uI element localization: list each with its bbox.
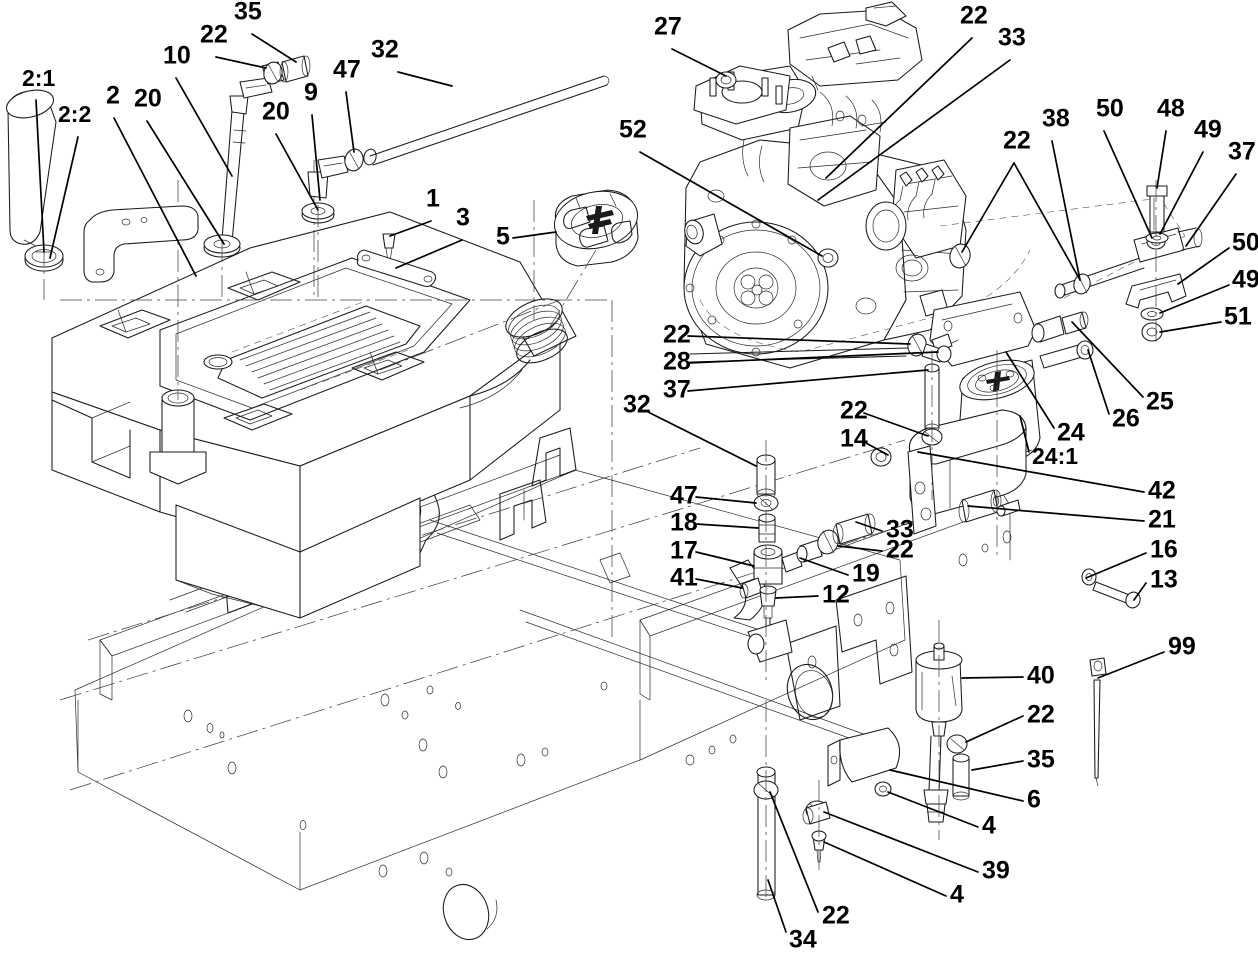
callout-4: 4	[950, 881, 964, 909]
callout-20: 20	[262, 98, 290, 126]
callout-22: 22	[886, 536, 914, 564]
callout-35: 35	[234, 0, 262, 26]
vertical-hose-37	[870, 350, 943, 500]
fuel-fitting-stack	[739, 440, 876, 680]
callout-24: 24	[1057, 419, 1085, 447]
callout-2-2: 2:2	[58, 101, 91, 127]
callout-32: 32	[623, 391, 651, 419]
fuel-line-bracket-assembly	[1054, 180, 1203, 346]
callout-1: 1	[426, 185, 440, 213]
callout-25: 25	[1146, 388, 1174, 416]
callout-4: 4	[982, 812, 996, 840]
callout-40: 40	[1027, 662, 1055, 690]
fuel-cap	[547, 189, 639, 331]
callout-24-1: 24:1	[1032, 443, 1078, 469]
callout-34: 34	[789, 926, 817, 954]
callout-2-1: 2:1	[22, 65, 55, 91]
callout-16: 16	[1150, 536, 1178, 564]
callout-39: 39	[982, 857, 1010, 885]
callout-19: 19	[852, 560, 880, 588]
vent-cap-assembly	[5, 89, 64, 300]
callout-22: 22	[960, 2, 988, 30]
engine-assembly	[683, 1, 971, 369]
callout-28: 28	[663, 348, 691, 376]
callout-26: 26	[1112, 405, 1140, 433]
leader-lines	[35, 33, 1237, 933]
callout-38: 38	[1042, 105, 1070, 133]
fuel-pump-assembly	[827, 620, 970, 840]
callout-33: 33	[998, 24, 1026, 52]
callout-47: 47	[670, 482, 698, 510]
callout-22: 22	[822, 902, 850, 930]
bracket-envelope	[939, 197, 1186, 301]
callout-51: 51	[1224, 303, 1252, 331]
callout-42: 42	[1148, 477, 1176, 505]
callout-21: 21	[1148, 506, 1176, 534]
callout-22: 22	[1027, 701, 1055, 729]
callout-37: 37	[663, 376, 691, 404]
callout-49: 49	[1232, 266, 1258, 294]
callout-12: 12	[822, 581, 850, 609]
fuel-line-32	[369, 75, 610, 166]
callout-27: 27	[654, 13, 682, 41]
callout-50: 50	[1096, 95, 1124, 123]
callout-48: 48	[1157, 95, 1185, 123]
engine-envelope	[699, 249, 1031, 353]
tank-bracket	[83, 205, 199, 283]
callout-47: 47	[333, 56, 361, 84]
lower-hose-assembly	[753, 700, 831, 901]
callout-13: 13	[1150, 566, 1178, 594]
callout-22: 22	[840, 397, 868, 425]
callout-6: 6	[1027, 786, 1041, 814]
callout-22: 22	[663, 321, 691, 349]
vent-hose-assembly	[203, 55, 311, 300]
callout-35: 35	[1027, 746, 1055, 774]
callout-49: 49	[1194, 116, 1222, 144]
callout-3: 3	[456, 204, 470, 232]
callout-5: 5	[496, 223, 510, 251]
cable-tie	[1089, 657, 1107, 787]
elbow-fitting-assembly	[301, 148, 377, 300]
callout-9: 9	[304, 79, 318, 107]
callout-17: 17	[670, 537, 698, 565]
callout-33: 33	[886, 516, 914, 544]
callout-2: 2	[106, 82, 120, 110]
callout-99: 99	[1168, 633, 1196, 661]
callout-20: 20	[134, 85, 162, 113]
callout-18: 18	[670, 509, 698, 537]
callout-22: 22	[1003, 127, 1031, 155]
callout-14: 14	[840, 425, 868, 453]
callout-41: 41	[670, 564, 698, 592]
callout-32: 32	[371, 36, 399, 64]
callout-37: 37	[1228, 138, 1256, 166]
callout-50: 50	[1232, 229, 1258, 257]
callout-10: 10	[163, 42, 191, 70]
callout-22: 22	[200, 21, 228, 49]
callout-52: 52	[619, 116, 647, 144]
